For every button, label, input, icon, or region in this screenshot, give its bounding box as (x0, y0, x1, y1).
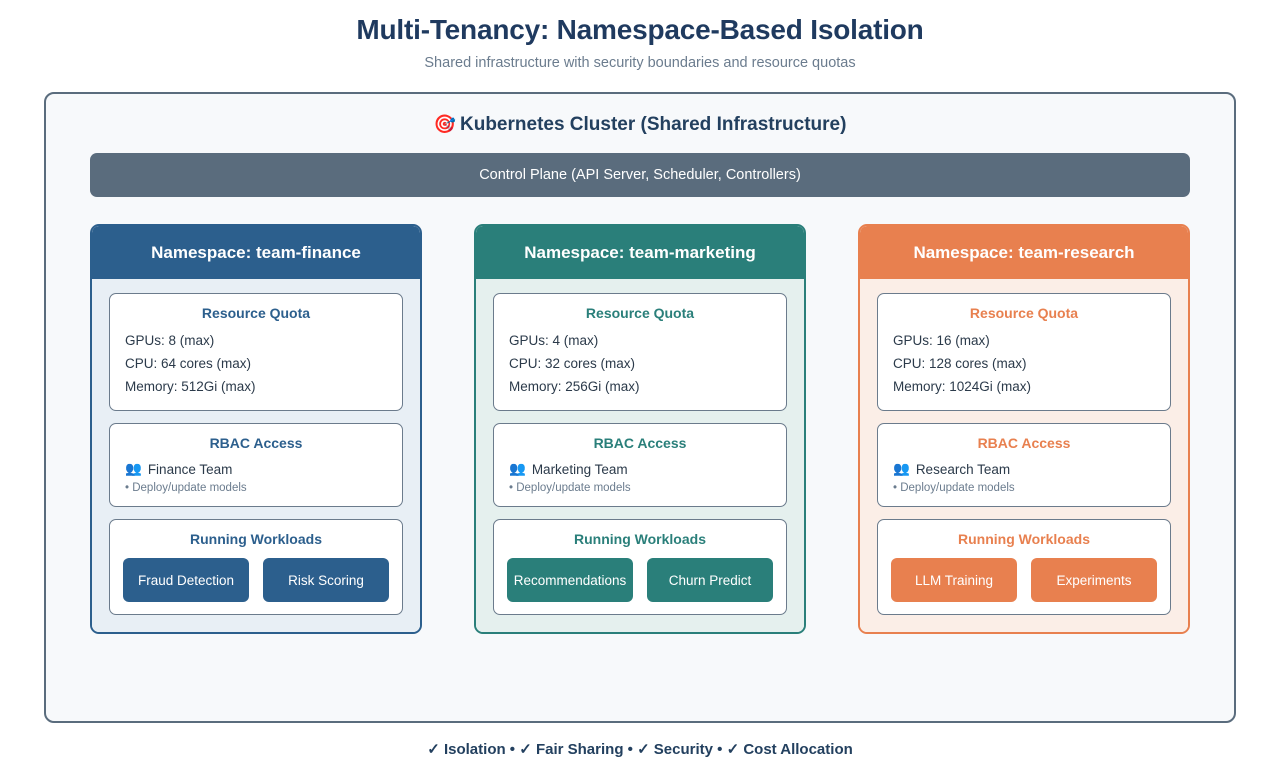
running-workloads-title: Running Workloads (190, 531, 322, 547)
rbac-access-card: RBAC Access 👥 Research Team • Deploy/update… (877, 423, 1171, 507)
workload-chip-row: Recommendations Churn Predict (507, 555, 773, 602)
namespace-header[interactable]: Namespace: team-marketing (476, 226, 804, 279)
rbac-permission: • Deploy/update models (509, 482, 631, 494)
cluster-title: 🎯Kubernetes Cluster (Shared Infrastructu… (90, 110, 1190, 138)
users-icon: 👥 (509, 461, 526, 476)
workload-chip[interactable]: Fraud Detection (123, 558, 249, 602)
workload-chip[interactable]: LLM Training (891, 558, 1017, 602)
workload-chip[interactable]: Churn Predict (647, 558, 773, 602)
workload-chip-row: Fraud Detection Risk Scoring (123, 555, 389, 602)
workload-chip[interactable]: Experiments (1031, 558, 1157, 602)
resource-quota-title: Resource Quota (585, 305, 695, 321)
rbac-role-label: Marketing Team (531, 461, 628, 477)
namespace-header[interactable]: Namespace: team-finance (92, 226, 420, 279)
rbac-permission: • Deploy/update models (893, 482, 1015, 494)
kubernetes-cluster-container: 🎯Kubernetes Cluster (Shared Infrastructu… (44, 92, 1236, 723)
page-subtitle: Shared infrastructure with security boun… (424, 55, 856, 71)
rbac-access-card: RBAC Access 👥 Marketing Team • Deploy/updat… (493, 423, 787, 507)
quota-line: CPU: 128 cores (max) (893, 356, 1027, 371)
workload-chip[interactable]: Recommendations (507, 558, 633, 602)
rbac-role: 👥 Finance Team (123, 459, 389, 478)
users-icon: 👥 (893, 461, 910, 476)
rbac-access-title: RBAC Access (977, 435, 1071, 451)
rbac-role-label: Research Team (915, 461, 1011, 477)
resource-quota-title: Resource Quota (201, 305, 311, 321)
control-plane-bar: Control Plane (API Server, Scheduler, Co… (90, 153, 1190, 197)
cluster-title-text: Kubernetes Cluster (Shared Infrastructur… (460, 114, 847, 135)
rbac-permission: • Deploy/update models (125, 482, 247, 494)
resource-quota-title: Resource Quota (969, 305, 1079, 321)
rbac-role: 👥 Research Team (891, 459, 1157, 478)
target-icon: 🎯 (433, 114, 456, 134)
rbac-access-title: RBAC Access (593, 435, 687, 451)
rbac-access-card: RBAC Access 👥 Finance Team • Deploy/update … (109, 423, 403, 507)
quota-line: Memory: 256Gi (max) (509, 379, 640, 394)
running-workloads-title: Running Workloads (958, 531, 1090, 547)
quota-line: CPU: 32 cores (max) (509, 356, 636, 371)
rbac-role: 👥 Marketing Team (507, 459, 773, 478)
namespace-header[interactable]: Namespace: team-research (860, 226, 1188, 279)
rbac-access-title: RBAC Access (209, 435, 303, 451)
footer-benefits: ✓ Isolation • ✓ Fair Sharing • ✓ Securit… (427, 741, 853, 758)
page-title: Multi-Tenancy: Namespace-Based Isolation (356, 14, 924, 45)
running-workloads-title: Running Workloads (574, 531, 706, 547)
quota-line: GPUs: 4 (max) (509, 333, 599, 348)
quota-line: CPU: 64 cores (max) (125, 356, 252, 371)
workload-chip[interactable]: Risk Scoring (263, 558, 389, 602)
control-plane-label: Control Plane (API Server, Scheduler, Co… (479, 167, 801, 183)
rbac-role-label: Finance Team (147, 461, 233, 477)
quota-line: GPUs: 8 (max) (125, 333, 215, 348)
users-icon: 👥 (125, 461, 142, 476)
quota-line: GPUs: 16 (max) (893, 333, 990, 348)
quota-line: Memory: 512Gi (max) (125, 379, 256, 394)
workload-chip-row: LLM Training Experiments (891, 555, 1157, 602)
quota-line: Memory: 1024Gi (max) (893, 379, 1032, 394)
